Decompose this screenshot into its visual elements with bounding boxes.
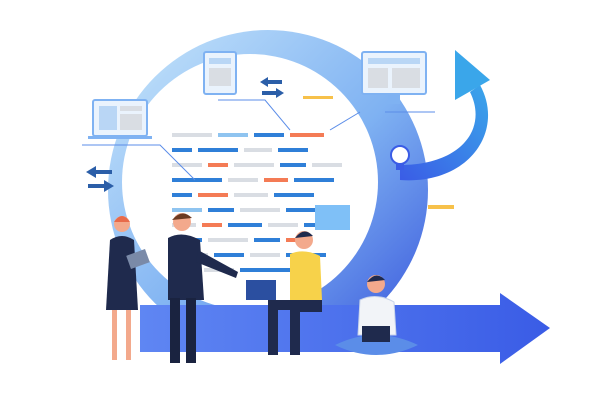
code-line-segment	[172, 178, 222, 182]
person-woman-tablet	[106, 216, 150, 360]
cycle-arrow-icon	[400, 85, 489, 181]
code-line-segment	[198, 193, 228, 197]
person-yellow-laptop	[246, 231, 322, 355]
code-line-segment	[278, 148, 308, 152]
code-line-segment	[294, 178, 334, 182]
document-window-icon	[203, 51, 237, 95]
code-line-segment	[254, 133, 284, 137]
code-line-segment	[280, 163, 306, 167]
cycle-arrowhead-icon	[455, 50, 490, 100]
lightbulb-icon	[390, 145, 410, 170]
code-line-segment	[208, 208, 234, 212]
code-line-segment	[240, 208, 280, 212]
code-line-segment	[240, 268, 290, 272]
chat-bubble-icon	[315, 205, 350, 230]
code-line-segment	[228, 178, 258, 182]
code-line-segment	[172, 208, 202, 212]
code-line-segment	[234, 193, 268, 197]
code-line-segment	[172, 193, 192, 197]
code-line-segment	[228, 223, 262, 227]
code-line-segment	[264, 178, 288, 182]
code-line-segment	[244, 148, 272, 152]
code-line-segment	[172, 163, 202, 167]
code-line-segment	[208, 163, 228, 167]
code-line-segment	[218, 133, 248, 137]
connector-lines	[82, 99, 435, 181]
code-line-segment	[268, 223, 298, 227]
code-line-segment	[208, 238, 248, 242]
person-man-pointing	[168, 213, 238, 363]
decor-dashes	[303, 96, 454, 209]
laptop-window-icon	[88, 99, 152, 139]
forward-arrow-icon	[140, 293, 550, 364]
monitor-icon	[361, 51, 427, 104]
code-line-segment	[198, 148, 238, 152]
code-line-segment	[234, 163, 274, 167]
code-line-segment	[254, 238, 280, 242]
swap-arrows-icon	[86, 77, 284, 192]
code-line-segment	[172, 133, 212, 137]
code-line-segment	[312, 163, 342, 167]
code-line-segment	[172, 148, 192, 152]
code-line-segment	[274, 193, 314, 197]
code-line-segment	[250, 253, 280, 257]
code-line-segment	[286, 208, 330, 212]
person-white-laptop	[335, 275, 418, 355]
code-line-segment	[290, 133, 324, 137]
code-line-segment	[214, 253, 244, 257]
code-line-segment	[202, 223, 222, 227]
